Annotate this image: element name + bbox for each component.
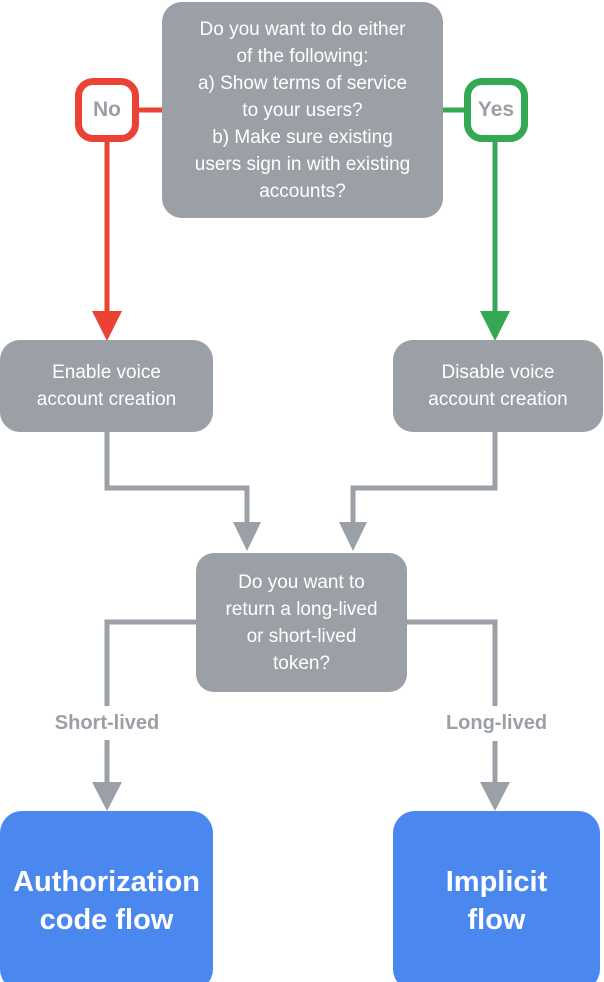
node-authorization-code-flow: Authorization code flow: [0, 811, 213, 982]
node-token-question: Do you want to return a long-lived or sh…: [196, 553, 407, 692]
badge-yes: Yes: [464, 78, 528, 142]
disable-to-token-line: [350, 431, 498, 524]
edge-label-short-lived: Short-lived: [22, 706, 192, 740]
short-lived-arrowhead-icon: [92, 782, 122, 811]
enable-to-token-arrowhead-icon: [233, 522, 261, 551]
disable-to-token-arrowhead-icon: [339, 522, 367, 551]
long-lived-line: [406, 619, 498, 784]
yes-branch-arrowhead-icon: [480, 311, 510, 341]
edge-disable-to-token-question: [339, 431, 498, 551]
edge-no: [92, 107, 163, 341]
edge-label-long-lived: Long-lived: [410, 706, 583, 741]
node-implicit-flow: Implicit flow: [393, 811, 600, 982]
badge-no: No: [75, 78, 139, 142]
node-disable-voice-account-creation: Disable voice account creation: [393, 340, 603, 432]
no-branch-arrowhead-icon: [92, 311, 122, 341]
node-top-question: Do you want to do either of the followin…: [162, 2, 443, 218]
enable-to-token-line: [104, 431, 250, 524]
long-lived-arrowhead-icon: [480, 782, 510, 811]
edge-enable-to-token-question: [104, 431, 261, 551]
node-enable-voice-account-creation: Enable voice account creation: [0, 340, 213, 432]
short-lived-line: [104, 619, 197, 784]
edge-yes: [441, 107, 510, 341]
